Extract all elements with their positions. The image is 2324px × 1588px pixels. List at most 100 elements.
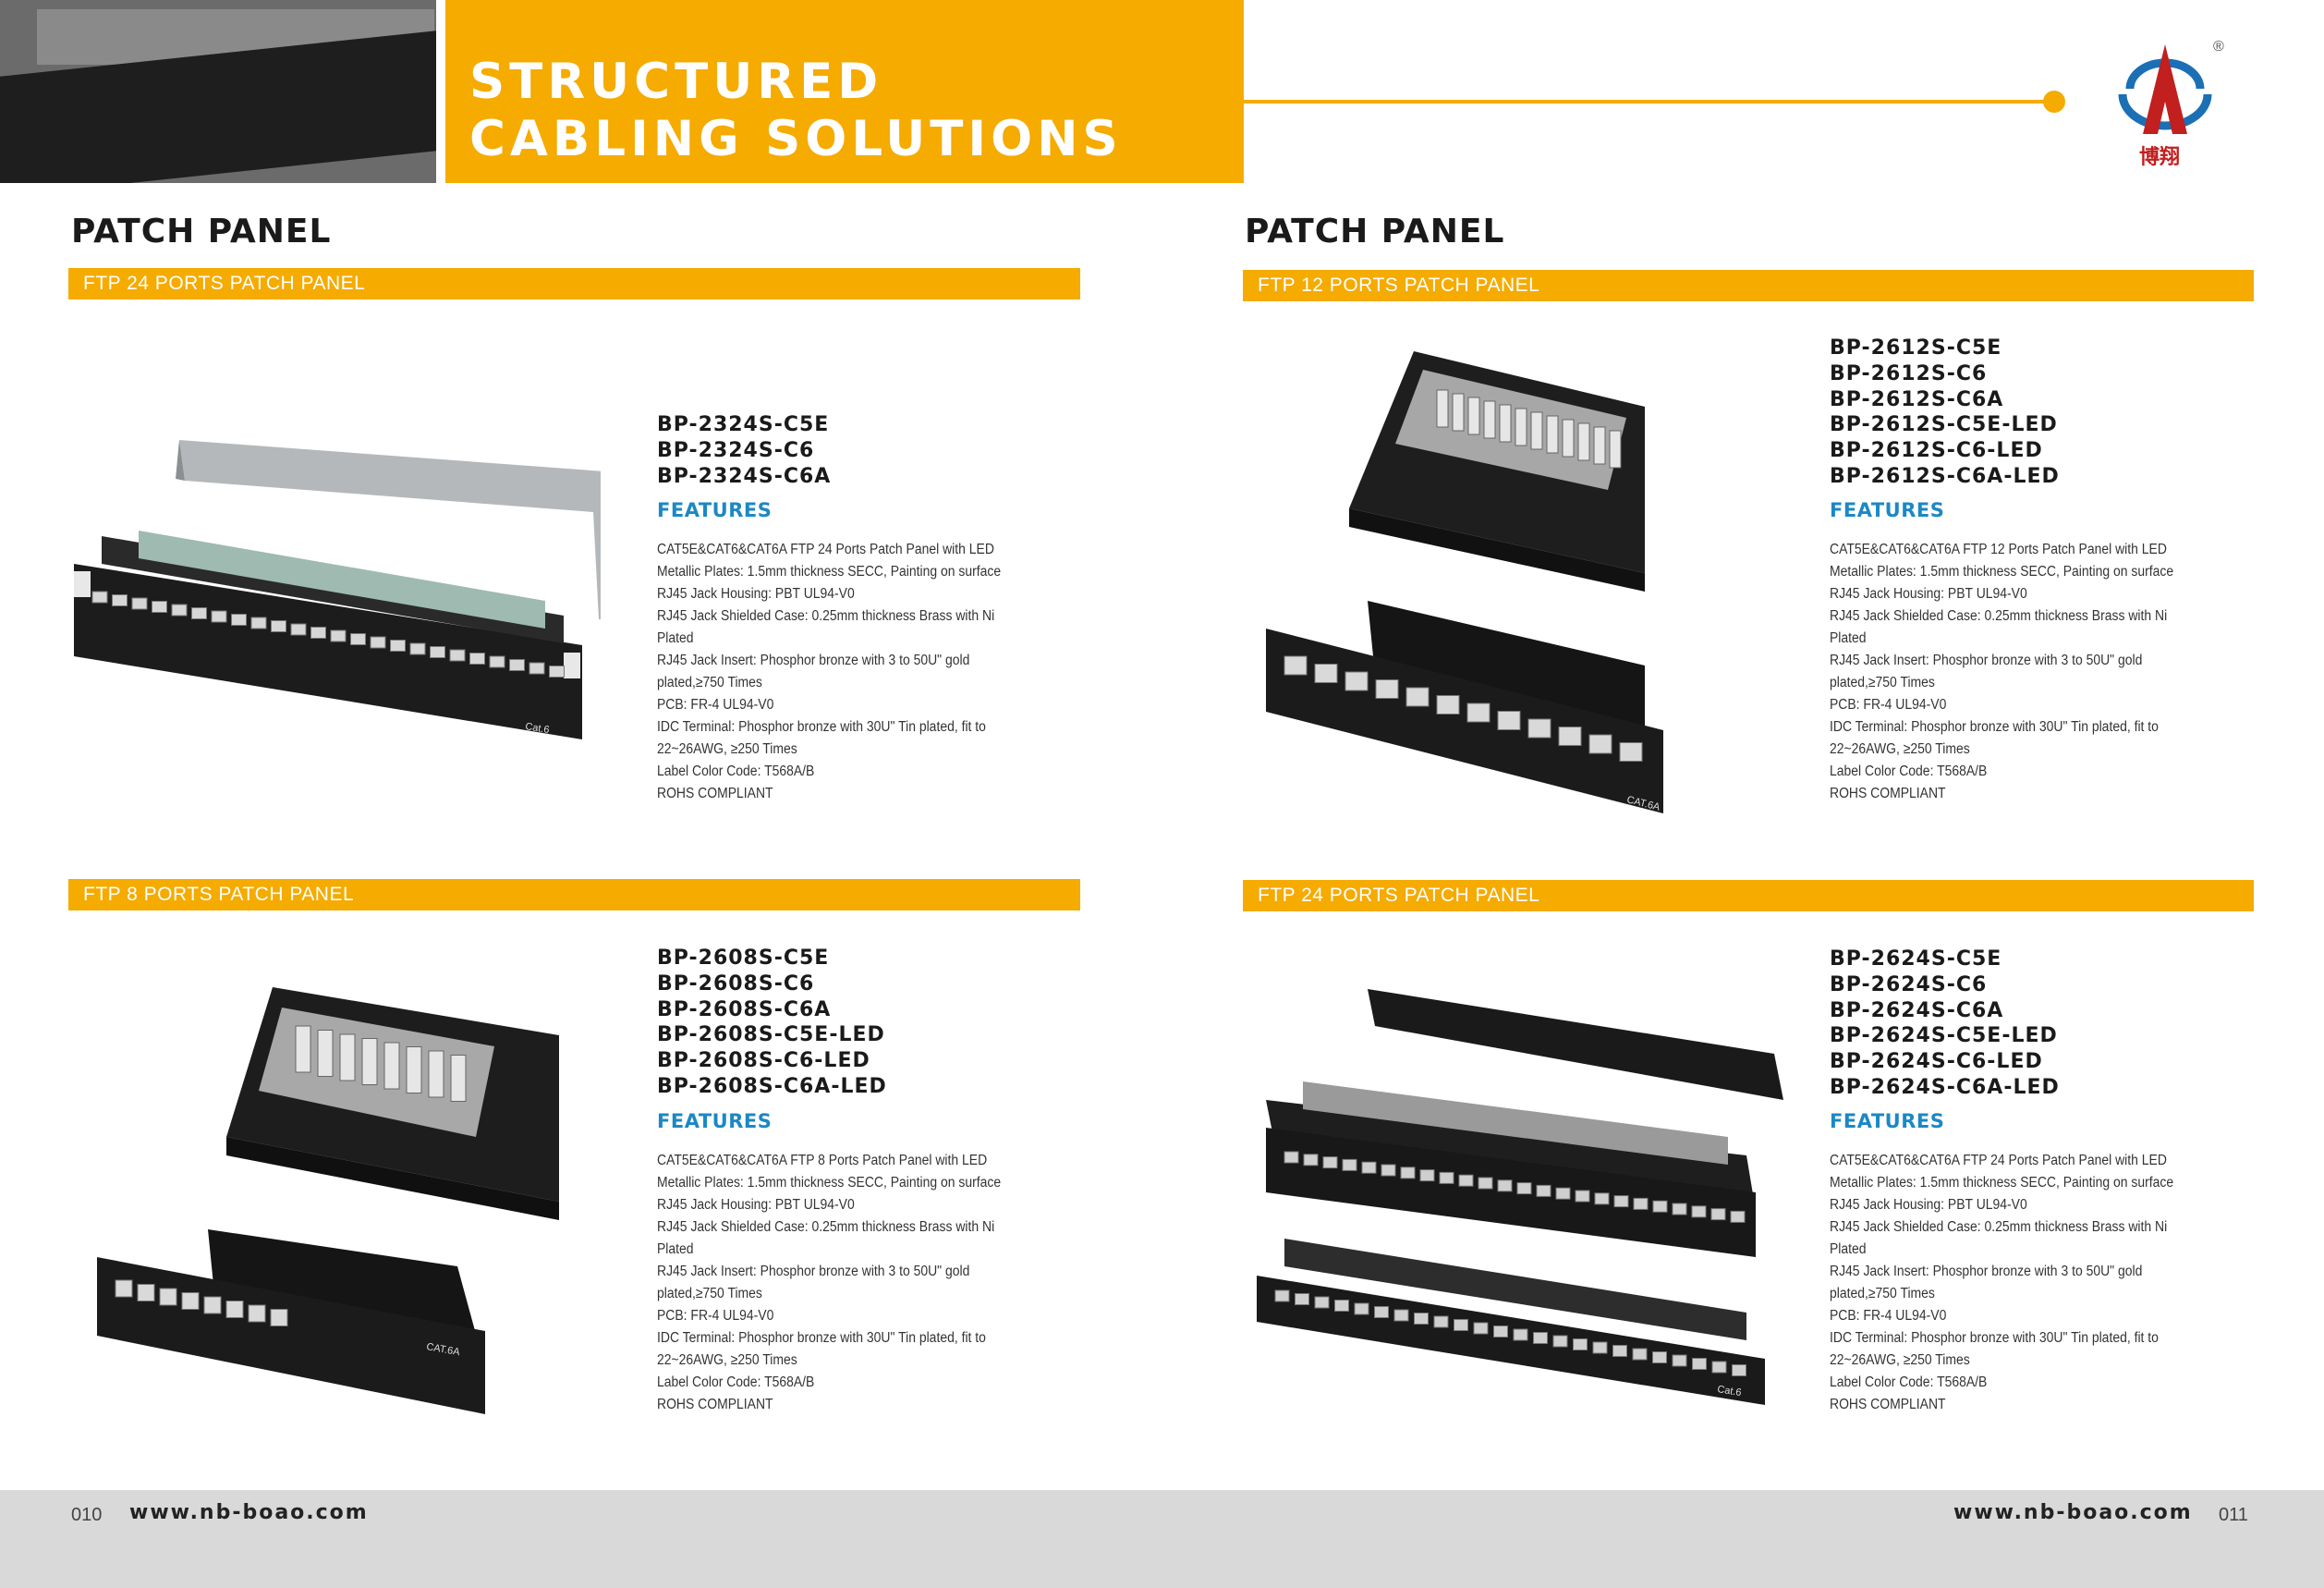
keystone-module: [1609, 430, 1622, 469]
model-bp-2608s-c5e: BP-2608S-C5E: [657, 947, 830, 970]
ftp8-panel-image: CAT.6A: [97, 987, 559, 1414]
ftp24-right-panel-image: Cat.6: [1257, 989, 1783, 1405]
rj45-port: [1652, 1351, 1667, 1363]
rj45-port: [1393, 1309, 1409, 1322]
rj45-port: [1314, 1296, 1330, 1309]
page-footer: [0, 1490, 2324, 1588]
keystone-module: [317, 1030, 334, 1077]
feature-line: RJ45 Jack Insert: Phosphor bronze with 3…: [657, 1264, 970, 1279]
feature-line: 22~26AWG, ≥250 Times: [1830, 1352, 1970, 1368]
header-rule-dot: [2043, 91, 2065, 113]
feature-line: PCB: FR-4 UL94-V0: [1830, 697, 1947, 713]
keystone-module: [1452, 393, 1465, 432]
feature-line: plated,≥750 Times: [657, 1286, 762, 1301]
keystone-module: [1483, 400, 1496, 439]
feature-line: Metallic Plates: 1.5mm thickness SECC, P…: [657, 564, 1002, 580]
rj45-port: [1613, 1195, 1629, 1208]
feature-line: IDC Terminal: Phosphor bronze with 30U" …: [1830, 719, 2159, 735]
rj45-port: [1513, 1328, 1528, 1341]
feature-line: ROHS COMPLIANT: [1830, 786, 1946, 801]
model-bp-2624s-c6-led: BP-2624S-C6-LED: [1830, 1050, 2043, 1074]
rj45-port: [152, 601, 167, 613]
rj45-port: [171, 604, 188, 617]
rj45-port: [290, 623, 307, 636]
rj45-port: [330, 629, 347, 642]
ftp24-left-models: BP-2324S-C5E BP-2324S-C6 BP-2324S-C6A: [657, 412, 831, 489]
hero-divider: [436, 0, 445, 183]
left-website-link[interactable]: www.nb-boao.com: [129, 1501, 369, 1524]
rj45-port: [211, 610, 227, 623]
feature-line: PCB: FR-4 UL94-V0: [657, 697, 774, 713]
feature-line: Metallic Plates: 1.5mm thickness SECC, P…: [1830, 564, 2174, 580]
feature-line: 22~26AWG, ≥250 Times: [657, 1352, 797, 1368]
feature-line: PCB: FR-4 UL94-V0: [657, 1308, 774, 1324]
feature-line: IDC Terminal: Phosphor bronze with 30U" …: [657, 719, 986, 735]
rj45-port: [1381, 1164, 1396, 1177]
rj45-port: [1555, 1187, 1571, 1200]
rj45-port: [1527, 718, 1551, 739]
rj45-port: [1652, 1200, 1668, 1213]
model-bp-2608s-c6: BP-2608S-C6: [657, 971, 815, 996]
feature-line: RJ45 Jack Shielded Case: 0.25mm thicknes…: [1830, 608, 2168, 624]
right-page-heading: PATCH PANEL: [1245, 213, 1505, 250]
rj45-port: [137, 1284, 155, 1301]
rj45-port: [1558, 727, 1582, 746]
rj45-port: [430, 646, 445, 658]
rj45-port: [1730, 1210, 1746, 1223]
feature-line: RJ45 Jack Housing: PBT UL94-V0: [657, 586, 855, 602]
catalog-title-line2: CABLING SOLUTIONS: [469, 111, 1123, 167]
feature-line: RJ45 Jack Insert: Phosphor bronze with 3…: [1830, 1264, 2143, 1279]
rj45-port: [1594, 1192, 1610, 1205]
keystone-module: [1467, 397, 1480, 435]
rj45-port: [1342, 1158, 1357, 1171]
keystone-module: [1562, 419, 1575, 458]
rj45-port: [131, 597, 148, 610]
rj45-port: [1732, 1364, 1746, 1376]
rj45-port: [1354, 1302, 1369, 1315]
rj45-port: [1295, 1293, 1309, 1305]
right-website-link[interactable]: www.nb-boao.com: [1953, 1501, 2193, 1524]
feature-line: 22~26AWG, ≥250 Times: [657, 741, 797, 757]
ftp8-models: BP-2608S-C5E BP-2608S-C6 BP-2608S-C6A BP…: [657, 946, 887, 1100]
feature-line: Label Color Code: T568A/B: [1830, 763, 1988, 779]
model-bp-2624s-c5e-led: BP-2624S-C5E-LED: [1830, 1024, 2058, 1048]
feature-line: CAT5E&CAT6&CAT6A FTP 12 Ports Patch Pane…: [1830, 542, 2167, 557]
feature-line: plated,≥750 Times: [657, 675, 762, 690]
feature-line: RJ45 Jack Insert: Phosphor bronze with 3…: [1830, 653, 2143, 668]
model-bp-2612s-c5e: BP-2612S-C5E: [1830, 336, 2002, 360]
rj45-port: [1691, 1205, 1707, 1218]
feature-line: ROHS COMPLIANT: [657, 786, 773, 801]
rj45-port: [1334, 1300, 1349, 1312]
feature-line: plated,≥750 Times: [1830, 1286, 1935, 1301]
rj45-port: [1439, 1171, 1454, 1184]
keystone-module: [383, 1042, 400, 1090]
rj45-port: [203, 1296, 222, 1314]
feature-line: RJ45 Jack Shielded Case: 0.25mm thicknes…: [657, 1219, 995, 1235]
section-bar-ftp24-left: FTP 24 PORTS PATCH PANEL: [68, 268, 1080, 299]
header-rule: [1244, 100, 2051, 104]
keystone-module: [1593, 426, 1606, 465]
feature-line: RJ45 Jack Insert: Phosphor bronze with 3…: [657, 653, 970, 668]
rj45-port: [1414, 1313, 1429, 1325]
keystone-module: [428, 1050, 444, 1098]
rj45-port: [1672, 1354, 1687, 1367]
feature-line: CAT5E&CAT6&CAT6A FTP 8 Ports Patch Panel…: [657, 1153, 988, 1168]
rj45-port: [1322, 1156, 1338, 1169]
model-bp-2608s-c6-led: BP-2608S-C6-LED: [657, 1049, 870, 1073]
model-bp-2608s-c6a-led: BP-2608S-C6A-LED: [657, 1074, 887, 1098]
rj45-port: [1400, 1167, 1416, 1179]
feature-line: Plated: [1830, 630, 1867, 646]
feature-line: Plated: [657, 1241, 694, 1257]
catalog-title-line1: STRUCTURED: [469, 54, 883, 110]
model-bp-2324s-c6: BP-2324S-C6: [657, 438, 815, 462]
rj45-port: [248, 1304, 266, 1323]
feature-line: Label Color Code: T568A/B: [1830, 1374, 1988, 1390]
rj45-port: [1303, 1154, 1319, 1167]
rj45-port: [1478, 1177, 1493, 1190]
keystone-module: [1499, 404, 1512, 443]
rj45-port: [529, 662, 545, 675]
ftp24-right-features-list: CAT5E&CAT6&CAT6A FTP 24 Ports Patch Pane…: [1830, 1150, 2179, 1416]
model-bp-2608s-c5e-led: BP-2608S-C5E-LED: [657, 1023, 885, 1047]
feature-line: Metallic Plates: 1.5mm thickness SECC, P…: [657, 1175, 1002, 1191]
rj45-port: [1375, 679, 1399, 699]
